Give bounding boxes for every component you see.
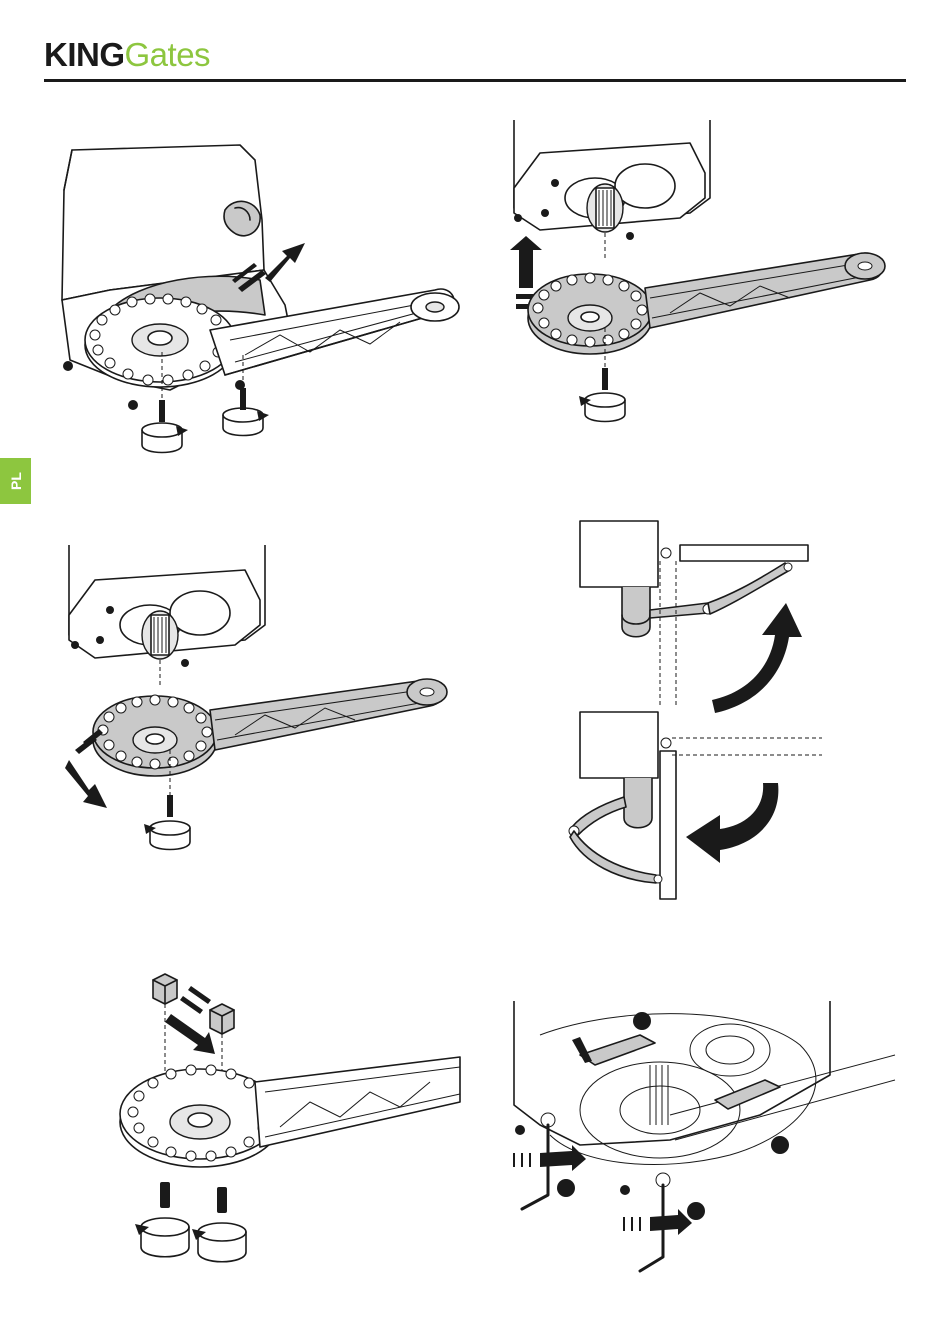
figure-2-disc-removal-up (500, 118, 900, 433)
language-tab: PL (0, 458, 31, 504)
stop-block-icon (153, 974, 177, 1004)
gate-closed-icon (569, 712, 822, 899)
rotate-arrow-icon (223, 408, 269, 436)
figure-2-illustration (500, 118, 900, 433)
figure-4-illustration (560, 515, 830, 900)
figure-3-disc-removal-down (55, 540, 455, 860)
figure-5-stop-blocks (115, 962, 465, 1277)
hex-key-icon (522, 1125, 548, 1209)
language-tab-label: PL (7, 472, 23, 490)
brand-logo-light: Gates (125, 36, 211, 73)
rotate-arrow-icon (192, 1223, 246, 1262)
figure-5-illustration (115, 962, 465, 1277)
figure-3-illustration (55, 540, 455, 860)
figure-4-gate-positions (560, 515, 830, 900)
figure-6-release-keys (500, 995, 900, 1285)
header-rule (44, 79, 906, 82)
stop-block-icon (210, 1004, 234, 1034)
brand-logo-bold: KING (44, 36, 125, 73)
figure-1-illustration (50, 130, 470, 465)
gate-open-icon (580, 521, 808, 713)
callout-dot-icon (771, 1136, 789, 1154)
callout-dot-icon (687, 1202, 705, 1220)
rotate-arrow-icon (135, 1218, 189, 1257)
callout-dot-icon (633, 1012, 651, 1030)
callout-dot-icon (557, 1179, 575, 1197)
brand-logo: KINGGates (44, 38, 210, 71)
rotate-arrow-icon (579, 393, 625, 422)
rotate-arrow-icon (142, 423, 188, 453)
figure-6-illustration (500, 995, 900, 1285)
figure-1-arm-mounting (50, 130, 470, 465)
rotate-arrow-icon (144, 821, 190, 850)
